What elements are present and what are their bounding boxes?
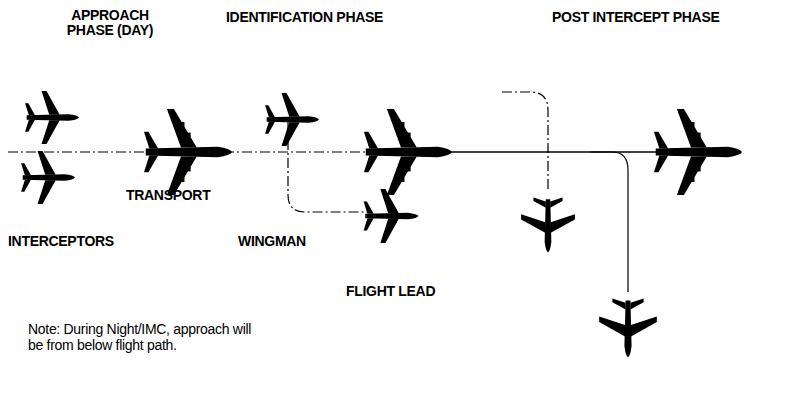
phase-heading: POST INTERCEPT PHASE [552, 10, 719, 25]
aircraft-label: WINGMAN [238, 234, 306, 249]
aircraft-label: TRANSPORT [126, 188, 210, 203]
aircraft-label: INTERCEPTORS [8, 234, 114, 249]
note-text: Note: During Night/IMC, approach will be… [28, 322, 253, 353]
aircraft-label: FLIGHT LEAD [346, 284, 435, 299]
phase-heading: IDENTIFICATION PHASE [226, 10, 383, 25]
phase-heading: APPROACH PHASE (DAY) [60, 8, 160, 39]
